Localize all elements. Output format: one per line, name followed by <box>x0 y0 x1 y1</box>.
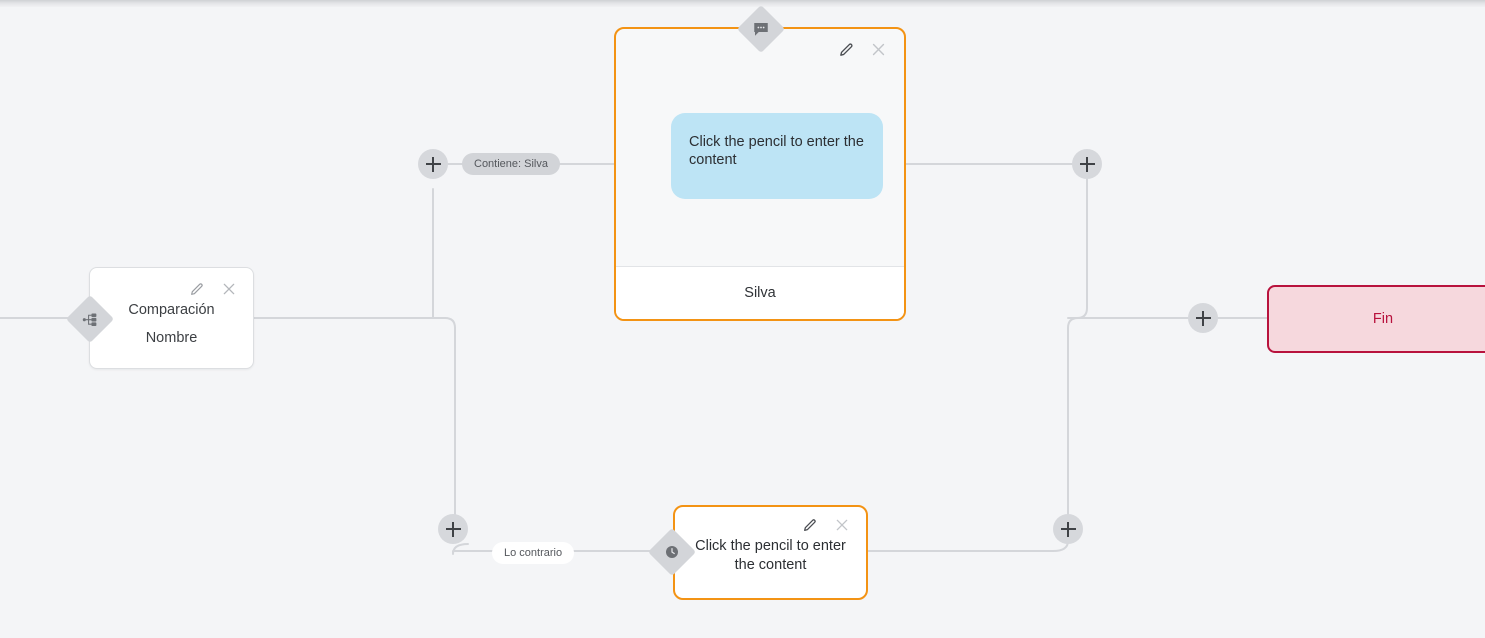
node-message-footer: Silva <box>616 266 904 319</box>
add-step-branch-false[interactable] <box>438 514 468 544</box>
message-bubble[interactable]: Click the pencil to enter the content <box>671 113 883 199</box>
pencil-icon[interactable] <box>802 517 820 535</box>
node-comparison-title: Comparación <box>128 302 215 318</box>
window-top-chrome <box>0 0 1485 7</box>
node-end-label: Fin <box>1372 311 1394 327</box>
edge-comparison-out <box>253 317 456 329</box>
edge-branch-false-to-wait <box>452 543 656 555</box>
edge-wait-out <box>867 540 1069 552</box>
edge-label-branch-false[interactable]: Lo contrario <box>492 542 575 564</box>
node-comparison-actions <box>189 281 239 299</box>
edge-branch-false-riser <box>454 327 466 530</box>
node-comparison-subtitle: Nombre <box>145 330 198 346</box>
add-step-before-end[interactable] <box>1188 303 1218 333</box>
add-step-after-message[interactable] <box>1072 149 1102 179</box>
node-end[interactable]: Fin <box>1267 285 1485 353</box>
pencil-icon[interactable] <box>838 41 856 59</box>
node-wait-actions <box>802 517 852 535</box>
clock-icon <box>647 527 697 577</box>
branch-split-icon <box>65 294 115 344</box>
chat-bubble-icon <box>736 4 786 54</box>
edge-label-branch-true[interactable]: Contiene: Silva <box>462 153 560 175</box>
edge-message-down <box>1076 178 1088 319</box>
pencil-icon[interactable] <box>189 281 207 299</box>
edge-wait-up <box>1067 317 1079 515</box>
close-icon[interactable] <box>834 517 852 535</box>
add-step-branch-true[interactable] <box>418 149 448 179</box>
node-comparison-text: Comparación Nombre <box>90 296 253 352</box>
close-icon[interactable] <box>870 41 888 59</box>
add-step-after-wait[interactable] <box>1053 514 1083 544</box>
wait-placeholder-text[interactable]: Click the pencil to enter the content <box>695 538 846 573</box>
close-icon[interactable] <box>221 281 239 299</box>
node-message[interactable]: Click the pencil to enter the content Si… <box>614 27 906 321</box>
node-message-actions <box>838 41 888 59</box>
node-comparison[interactable]: Comparación Nombre <box>89 267 254 369</box>
node-wait[interactable]: Click the pencil to enter the content <box>673 505 868 600</box>
